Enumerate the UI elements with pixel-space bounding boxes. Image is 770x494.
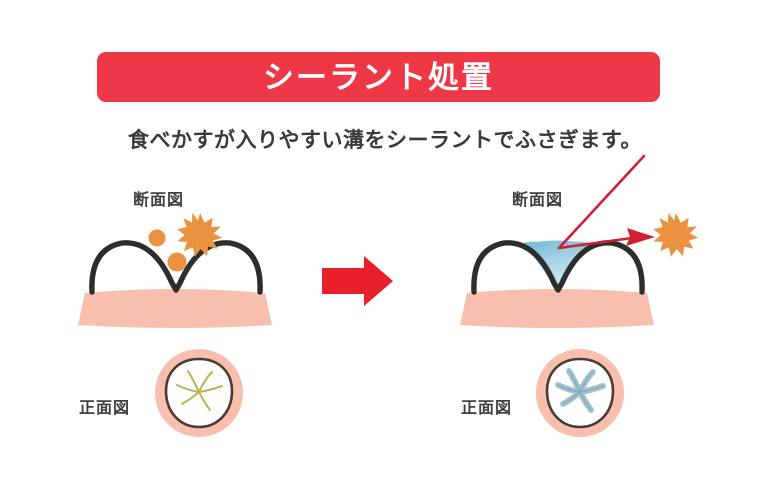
after-front-view-group bbox=[536, 349, 624, 437]
label-cross-section-after: 断面図 bbox=[512, 192, 564, 209]
title-banner: シーラント処置 bbox=[97, 52, 660, 102]
before-cross-section-group bbox=[78, 212, 272, 328]
food-debris-dot-icon bbox=[167, 252, 187, 272]
gum-ring-after bbox=[536, 349, 624, 437]
tooth-outline-before bbox=[89, 240, 263, 295]
starburst-icon bbox=[177, 212, 223, 257]
gum-ring-before bbox=[155, 349, 243, 437]
sealed-groove-lines-after bbox=[555, 368, 606, 413]
title-text: シーラント処置 bbox=[263, 59, 494, 95]
label-front-view-before: 正面図 bbox=[79, 400, 131, 417]
transition-arrow-icon bbox=[322, 256, 393, 306]
pointer-arrow-icon bbox=[557, 154, 655, 250]
label-front-view-after: 正面図 bbox=[461, 400, 513, 417]
gum-after bbox=[460, 289, 654, 328]
sealant-surface bbox=[524, 240, 589, 253]
before-front-view-group bbox=[155, 349, 243, 437]
after-cross-section-group bbox=[460, 154, 699, 328]
groove-lines-before bbox=[176, 370, 223, 411]
starburst-icon bbox=[653, 212, 699, 257]
sealant-body bbox=[528, 245, 586, 292]
subtitle-text: 食べかすが入りやすい溝をシーラントでふさぎます。 bbox=[128, 129, 642, 152]
food-debris-dot-icon bbox=[148, 229, 166, 247]
tooth-outline-after bbox=[471, 240, 645, 295]
sealant-fill bbox=[523, 241, 590, 293]
tooth-face-after bbox=[545, 357, 615, 429]
groove-core-lines-after bbox=[557, 370, 604, 411]
label-cross-section-before: 断面図 bbox=[133, 192, 185, 209]
gum-before bbox=[78, 289, 272, 328]
tooth-face-before bbox=[164, 357, 234, 429]
